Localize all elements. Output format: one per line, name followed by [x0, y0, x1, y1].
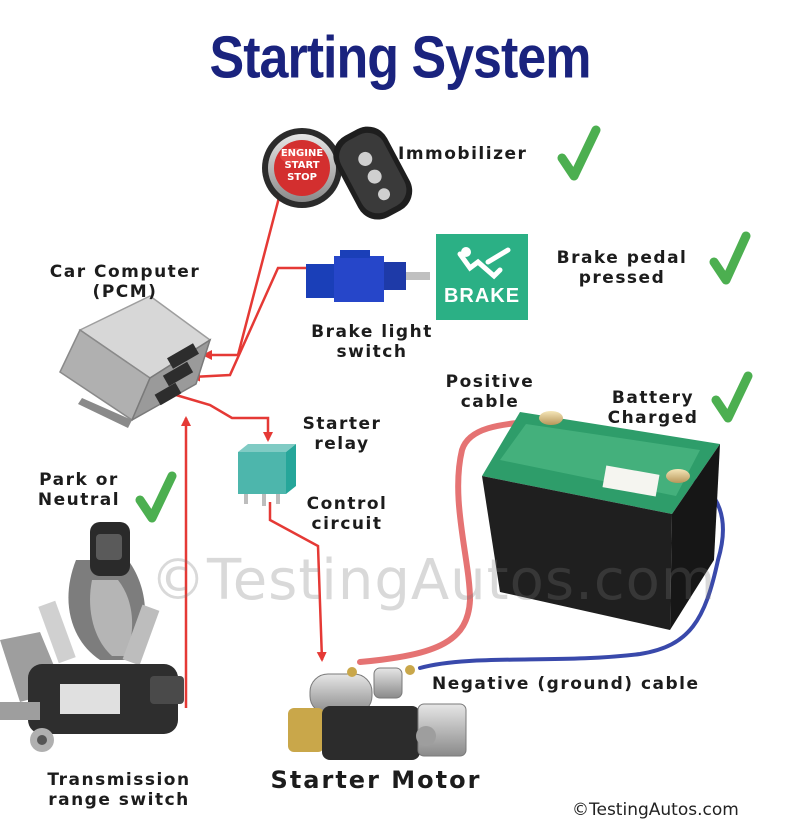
label-negative-cable: Negative (ground) cable [432, 674, 700, 694]
wire-pcm-to-relay [175, 393, 273, 442]
pcm-module [59, 295, 212, 428]
wire-brake-switch-to-pcm [190, 266, 308, 382]
check-icon-park-neutral [135, 471, 177, 523]
check-icon-immobilizer [557, 125, 601, 181]
label-control-circuit: Control circuit [306, 494, 388, 534]
transmission-range-switch [0, 632, 184, 752]
label-brake-pedal: Brake pedal pressed [556, 248, 688, 288]
label-positive-cable: Positive cable [445, 372, 535, 412]
engine-start-button [262, 128, 342, 208]
label-battery-charged: Battery Charged [607, 388, 699, 428]
key-fob [333, 126, 413, 220]
brake-light-switch [306, 250, 430, 302]
brake-sign-text: BRAKE [443, 285, 521, 307]
label-transmission-switch: Transmission range switch [47, 770, 191, 810]
label-immobilizer: Immobilizer [398, 144, 528, 164]
page-title: Starting System [209, 24, 592, 92]
wire-relay-to-starter [268, 502, 327, 662]
label-car-computer: Car Computer (PCM) [49, 262, 201, 302]
starter-relay [238, 444, 296, 506]
credit-text: ©TestingAutos.com [572, 800, 739, 820]
check-icon-battery [711, 371, 753, 423]
brake-sign [436, 234, 528, 320]
check-icon-brake-pedal [709, 231, 751, 285]
label-park-neutral: Park or Neutral [37, 470, 121, 510]
label-starter-relay: Starter relay [302, 414, 382, 454]
positive-cable [357, 417, 551, 665]
battery [482, 411, 720, 630]
gear-shifter [38, 522, 160, 666]
label-starter-motor: Starter Motor [270, 766, 482, 794]
negative-cable [418, 476, 725, 670]
label-brake-light-switch: Brake light switch [311, 322, 433, 362]
watermark: ©TestingAutos.com [150, 548, 717, 613]
starter-motor [288, 665, 467, 760]
engine-button-text: ENGINE START STOP [280, 148, 324, 183]
